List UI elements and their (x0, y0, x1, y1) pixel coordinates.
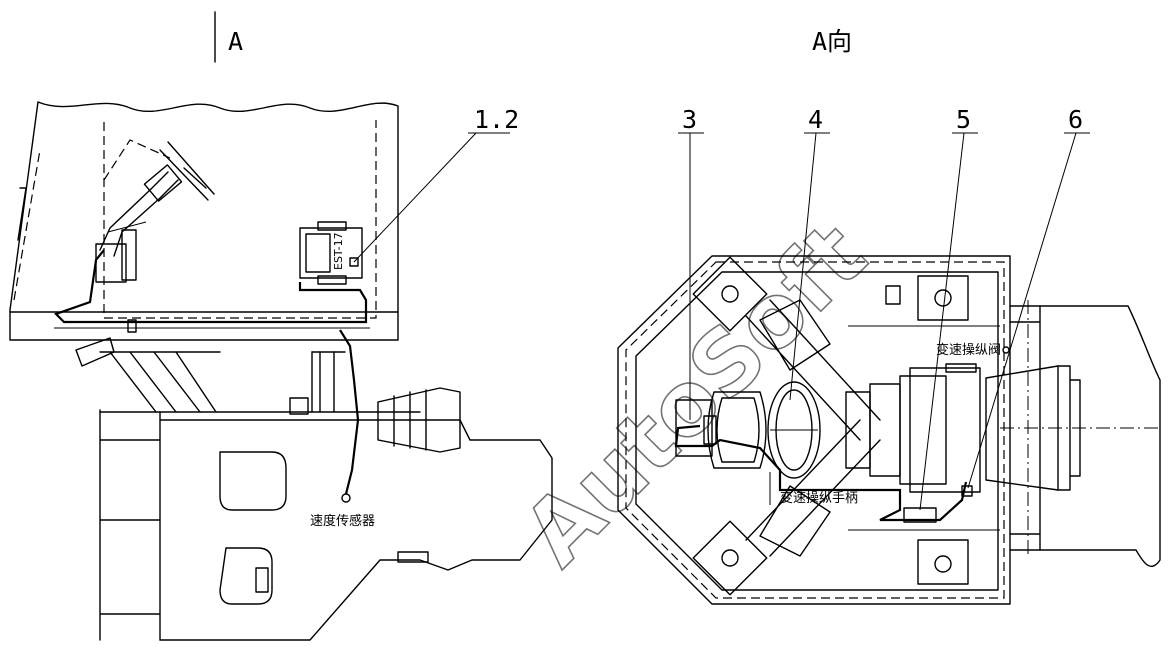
view-label-left: A (228, 27, 243, 56)
speed-sensor-label: 速度传感器 (310, 513, 375, 529)
watermark: AutoSoft (504, 203, 886, 585)
callout-6: 6 (1068, 105, 1083, 134)
right-frame (985, 300, 1161, 567)
callout-1-2: 1.2 (474, 105, 519, 134)
view-label-right: A向 (812, 27, 852, 56)
cab-door-dashed (13, 149, 41, 301)
wire-to-sensor (339, 329, 360, 495)
cab-inner-dashed (103, 120, 377, 319)
seat-console (675, 363, 981, 493)
steering-column (95, 139, 215, 283)
valve-marker (1002, 346, 1010, 354)
left-view: A EST-17 1.2 (9, 11, 553, 641)
callout-3: 3 (682, 105, 697, 134)
gear-shift-handle-label: 变速操纵手柄 (780, 490, 858, 506)
gear-shift-valve-icon (903, 507, 937, 523)
wire-harness-right (674, 424, 968, 522)
cab-floor-outline (617, 255, 1011, 605)
est17-controller: EST-17 (299, 221, 363, 285)
wire-harness-left (53, 249, 368, 324)
harness-clip (127, 319, 137, 333)
cab-floor-dashed (625, 261, 1005, 599)
callouts-right: 3 4 5 6 (678, 105, 1090, 511)
steering-wheel-icon (767, 381, 821, 479)
right-view: A向 3 4 5 6 (617, 27, 1161, 605)
callout-4: 4 (808, 105, 823, 134)
callout-left: 1.2 (353, 105, 519, 263)
cab-outline (9, 101, 399, 341)
speed-sensor-icon (341, 493, 351, 503)
callout-5: 5 (956, 105, 971, 134)
device-label: EST-17 (332, 232, 345, 270)
door-handle (17, 187, 27, 241)
cab-floor-inner (635, 271, 999, 591)
left-chassis (75, 337, 553, 641)
cross-braces (745, 299, 881, 557)
corner-mounts (692, 256, 969, 596)
gear-shift-valve-label: 变速操纵阀 (936, 342, 1001, 358)
